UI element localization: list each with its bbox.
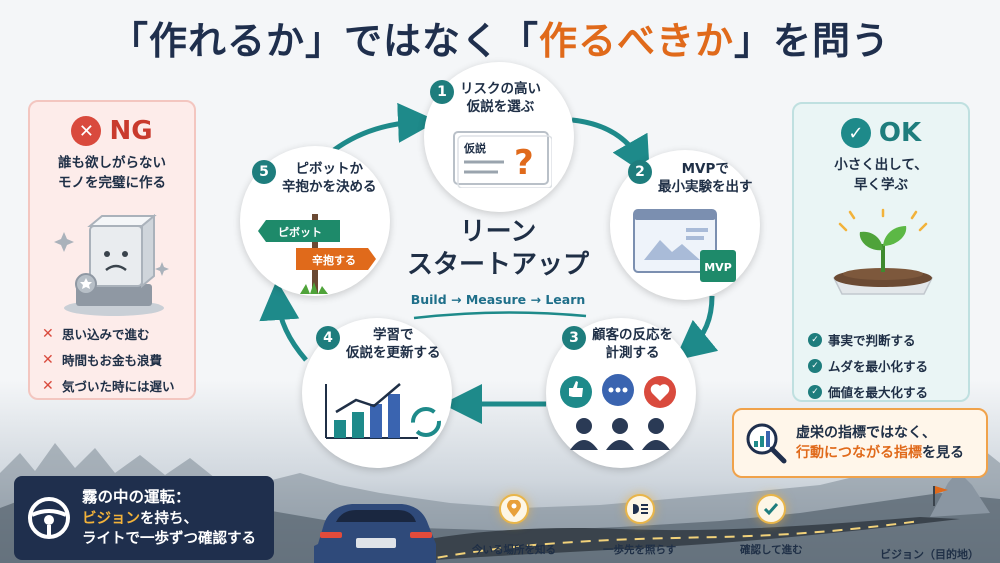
marker-1-label: 今いる場所を知る: [472, 544, 556, 556]
ng-panel: ✕ NG 誰も欲しがらない モノを完璧に作る ✕思い込みで進む ✕時間もお金も浪…: [28, 100, 196, 400]
step-4-head: 4 学習で 仮説を更新する: [316, 326, 441, 362]
step-3-head: 3 顧客の反応を 計測する: [562, 326, 673, 362]
title-highlight: 作るべきか: [538, 19, 734, 63]
title-part2: 」を問う: [734, 19, 891, 63]
ng-list: ✕思い込みで進む ✕時間もお金も浪費 ✕気づいた時には遅い: [42, 324, 175, 402]
metrics-callout: 虚栄の指標ではなく、 行動につながる指標を見る: [732, 408, 988, 478]
ok-heading: OK: [878, 118, 922, 148]
card-label: 仮説: [463, 141, 486, 155]
cross-icon: ✕: [42, 325, 54, 342]
check-icon: ✓: [808, 332, 822, 347]
fog-title: 霧の中の運転：: [82, 487, 191, 506]
step-4-number: 4: [316, 326, 340, 350]
page-title: 「作れるか」ではなく「作るべきか」を問う: [0, 10, 1000, 65]
mvp-browser-icon: MVP: [633, 209, 736, 282]
title-part1: 「作れるか」ではなく「: [109, 19, 539, 63]
learning-chart-icon: [325, 383, 441, 439]
list-item: ✓事実で判断する: [808, 330, 928, 349]
step-3-number: 3: [562, 326, 586, 350]
cross-icon: ✕: [42, 377, 54, 394]
underline-swoosh: [413, 311, 587, 320]
cross-icon: ✕: [42, 351, 54, 368]
list-item: ✕気づいた時には遅い: [42, 377, 175, 395]
check-icon: ✓: [808, 358, 822, 373]
step-1-label: リスクの高い 仮説を選ぶ: [460, 81, 541, 116]
step-2-number: 2: [628, 160, 652, 184]
hypothesis-card-icon: 仮説 ?: [453, 131, 552, 188]
step-1-head: 1 リスクの高い 仮説を選ぶ: [430, 80, 541, 116]
sad-box-icon: [54, 213, 169, 316]
step-4-label: 学習で 仮説を更新する: [346, 327, 441, 362]
steering-wheel-icon: [28, 497, 70, 539]
fog-line3: ライトで一歩ずつ確認する: [82, 530, 256, 547]
check-icon: [756, 494, 787, 524]
ok-list: ✓事実で判断する ✓ムダを最小化する ✓価値を最大化する: [808, 330, 928, 408]
marker-3-label: 確認して進む: [740, 544, 803, 556]
goal-label: ビジョン（目的地）: [880, 548, 979, 561]
list-item: ✕思い込みで進む: [42, 325, 150, 343]
callout-text: 虚栄の指標ではなく、 行動につながる指標を見る: [796, 424, 964, 461]
step-2-label: MVPで 最小実験を出す: [658, 161, 753, 196]
check-icon: ✓: [808, 384, 822, 399]
ok-badge-icon: ✓: [840, 118, 871, 148]
sign-persevere: 辛抱する: [312, 253, 356, 267]
customer-reaction-icon: [560, 374, 676, 450]
ng-badge-icon: ✕: [71, 116, 102, 146]
list-item: ✕時間もお金も浪費: [42, 351, 163, 369]
svg-text:?: ?: [514, 143, 534, 183]
list-item: ✓価値を最大化する: [808, 382, 928, 401]
mvp-label: MVP: [704, 261, 732, 274]
step-5-label: ピボットか 辛抱かを決める: [282, 161, 377, 196]
sign-pivot: ピボット: [278, 225, 322, 239]
signpost-icon: ピボット 辛抱する: [258, 214, 376, 294]
road-marker-1: 今いる場所を知る: [472, 494, 556, 557]
fog-highlight: ビジョン: [82, 510, 140, 527]
list-item: ✓ムダを最小化する: [808, 356, 928, 375]
lean-startup-title: リーン スタートアップ: [406, 217, 589, 280]
sprout-icon: [832, 208, 934, 295]
step-5-head: 5 ピボットか 辛抱かを決める: [252, 160, 377, 196]
step-3-label: 顧客の反応を 計測する: [592, 327, 673, 362]
step-1-number: 1: [430, 80, 454, 104]
ok-panel: ✓ OK 小さく出して、 早く学ぶ ✓事実で判断する ✓ムダを最小化する ✓価値…: [792, 102, 970, 402]
car-icon: [314, 504, 436, 563]
ok-description: 小さく出して、 早く学ぶ: [834, 157, 928, 193]
magnifier-chart-icon: [746, 423, 787, 464]
ng-description: 誰も欲しがらない モノを完璧に作る: [58, 155, 166, 191]
ng-heading: NG: [109, 116, 153, 146]
step-2-head: 2 MVPで 最小実験を出す: [628, 160, 753, 196]
location-pin-icon: [499, 494, 529, 524]
step-5-number: 5: [252, 160, 276, 184]
build-measure-learn: Build → Measure → Learn: [410, 292, 586, 307]
goal-flag-icon: [933, 486, 948, 506]
road-marker-2: 一歩先を照らす: [603, 494, 676, 557]
road-marker-3: 確認して進む: [740, 494, 803, 557]
marker-2-label: 一歩先を照らす: [603, 544, 677, 556]
fog-driving-box: 霧の中の運転： ビジョンを持ち、 ライトで一歩ずつ確認する: [14, 476, 274, 560]
headlight-icon: [624, 494, 655, 524]
